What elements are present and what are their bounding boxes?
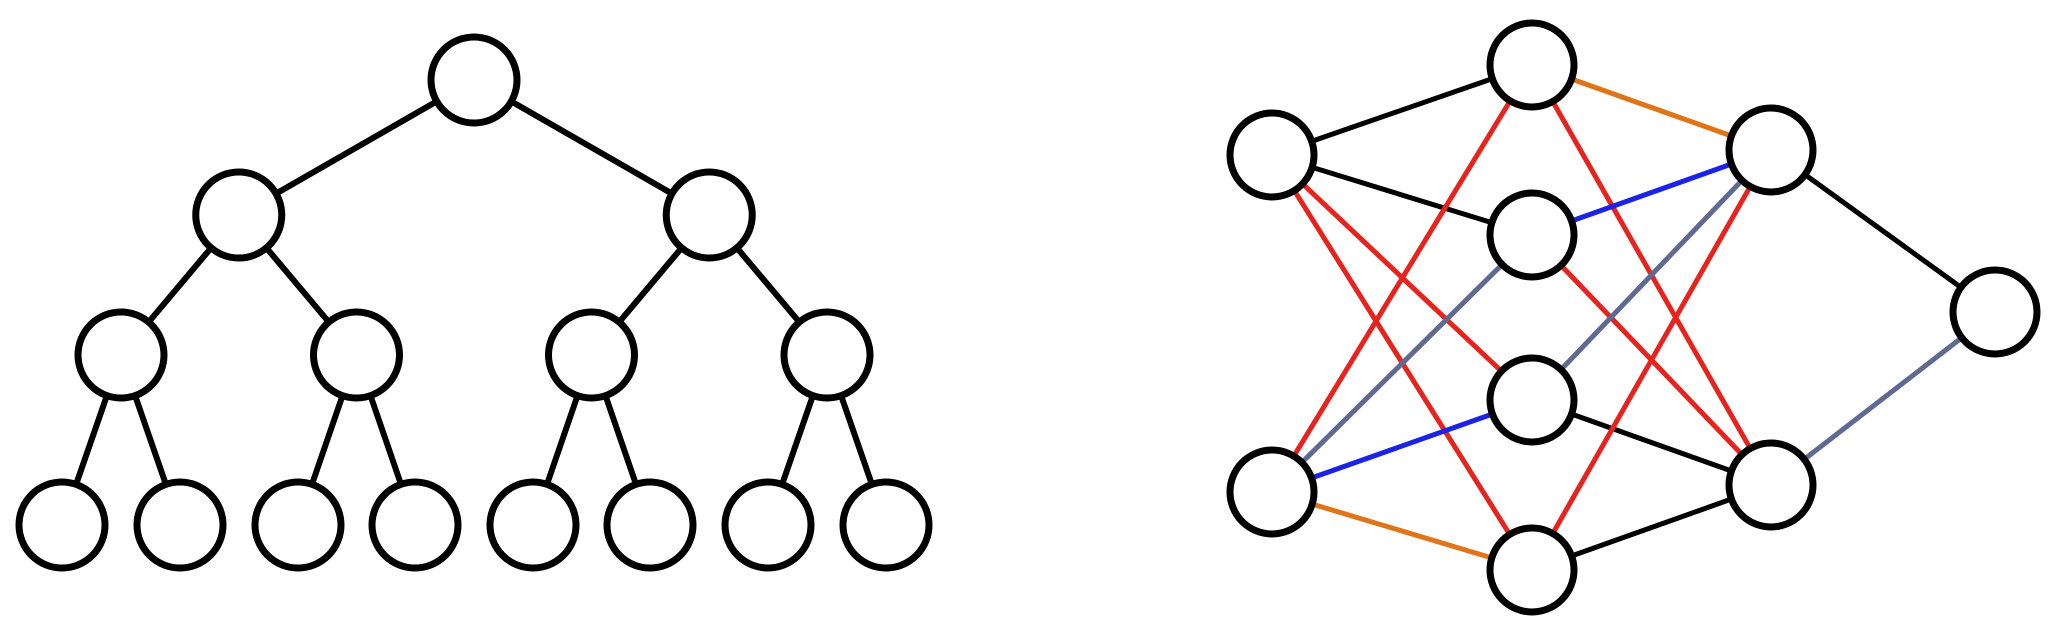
network-edge-i1-h0 xyxy=(1293,101,1511,456)
network-node-h2 xyxy=(1486,354,1578,446)
network-edge-h3-o0 xyxy=(1552,187,1751,533)
tree-edge xyxy=(73,394,110,486)
tree-edge xyxy=(603,394,639,486)
binary-tree-diagram xyxy=(15,33,933,572)
tree-edge xyxy=(838,394,875,486)
network-edge-o1-f0 xyxy=(1804,337,1962,460)
network-edge-i0-h1 xyxy=(1313,166,1491,224)
tree-node-0 xyxy=(427,33,521,127)
network-edge-i1-h3 xyxy=(1313,502,1491,560)
tree-node-13 xyxy=(721,478,815,572)
network-node-o1 xyxy=(1725,439,1817,531)
tree-edge xyxy=(779,394,816,486)
tree-edge xyxy=(735,246,802,324)
network-node-f0 xyxy=(1949,266,2041,358)
tree-node-6 xyxy=(780,308,874,402)
tree-node-8 xyxy=(133,478,227,572)
tree-node-9 xyxy=(251,478,345,572)
network-node-h1 xyxy=(1486,189,1578,281)
tree-edges xyxy=(73,99,875,486)
network-edge-i1-h2 xyxy=(1312,412,1492,480)
tree-node-10 xyxy=(368,478,462,572)
neural-network-diagram xyxy=(1226,19,2041,616)
network-edge-i0-h0 xyxy=(1312,77,1492,143)
network-edges xyxy=(1293,77,1962,560)
network-node-o0 xyxy=(1725,104,1817,196)
network-edge-h3-o1 xyxy=(1572,497,1731,558)
tree-edge xyxy=(617,246,684,324)
tree-edge xyxy=(132,394,169,486)
tree-node-2 xyxy=(662,168,756,262)
network-node-i1 xyxy=(1226,446,1318,538)
tree-edge xyxy=(146,246,213,324)
tree-edge xyxy=(368,394,404,486)
network-edge-h1-o0 xyxy=(1572,162,1731,223)
tree-node-1 xyxy=(192,168,286,262)
tree-node-4 xyxy=(310,308,403,402)
network-edge-i1-h1 xyxy=(1302,264,1502,463)
tree-edge xyxy=(510,99,674,196)
network-edge-h2-o0 xyxy=(1561,180,1742,370)
network-edge-h0-o0 xyxy=(1572,77,1731,138)
tree-node-11 xyxy=(486,478,580,572)
tree-node-3 xyxy=(74,308,168,402)
network-node-h0 xyxy=(1486,19,1578,111)
network-nodes xyxy=(1226,19,2041,616)
tree-node-12 xyxy=(603,478,697,572)
tree-nodes xyxy=(15,33,933,572)
tree-node-14 xyxy=(839,478,933,572)
network-edge-o0-f0 xyxy=(1805,174,1961,288)
network-edge-h2-o1 xyxy=(1572,412,1731,473)
network-node-i0 xyxy=(1226,109,1318,201)
tree-node-5 xyxy=(545,308,638,402)
tree-node-7 xyxy=(15,478,109,572)
tree-edge xyxy=(309,394,345,486)
network-node-h3 xyxy=(1486,524,1578,616)
tree-edge xyxy=(274,99,438,196)
tree-edge xyxy=(264,246,331,324)
tree-edge xyxy=(544,394,580,486)
